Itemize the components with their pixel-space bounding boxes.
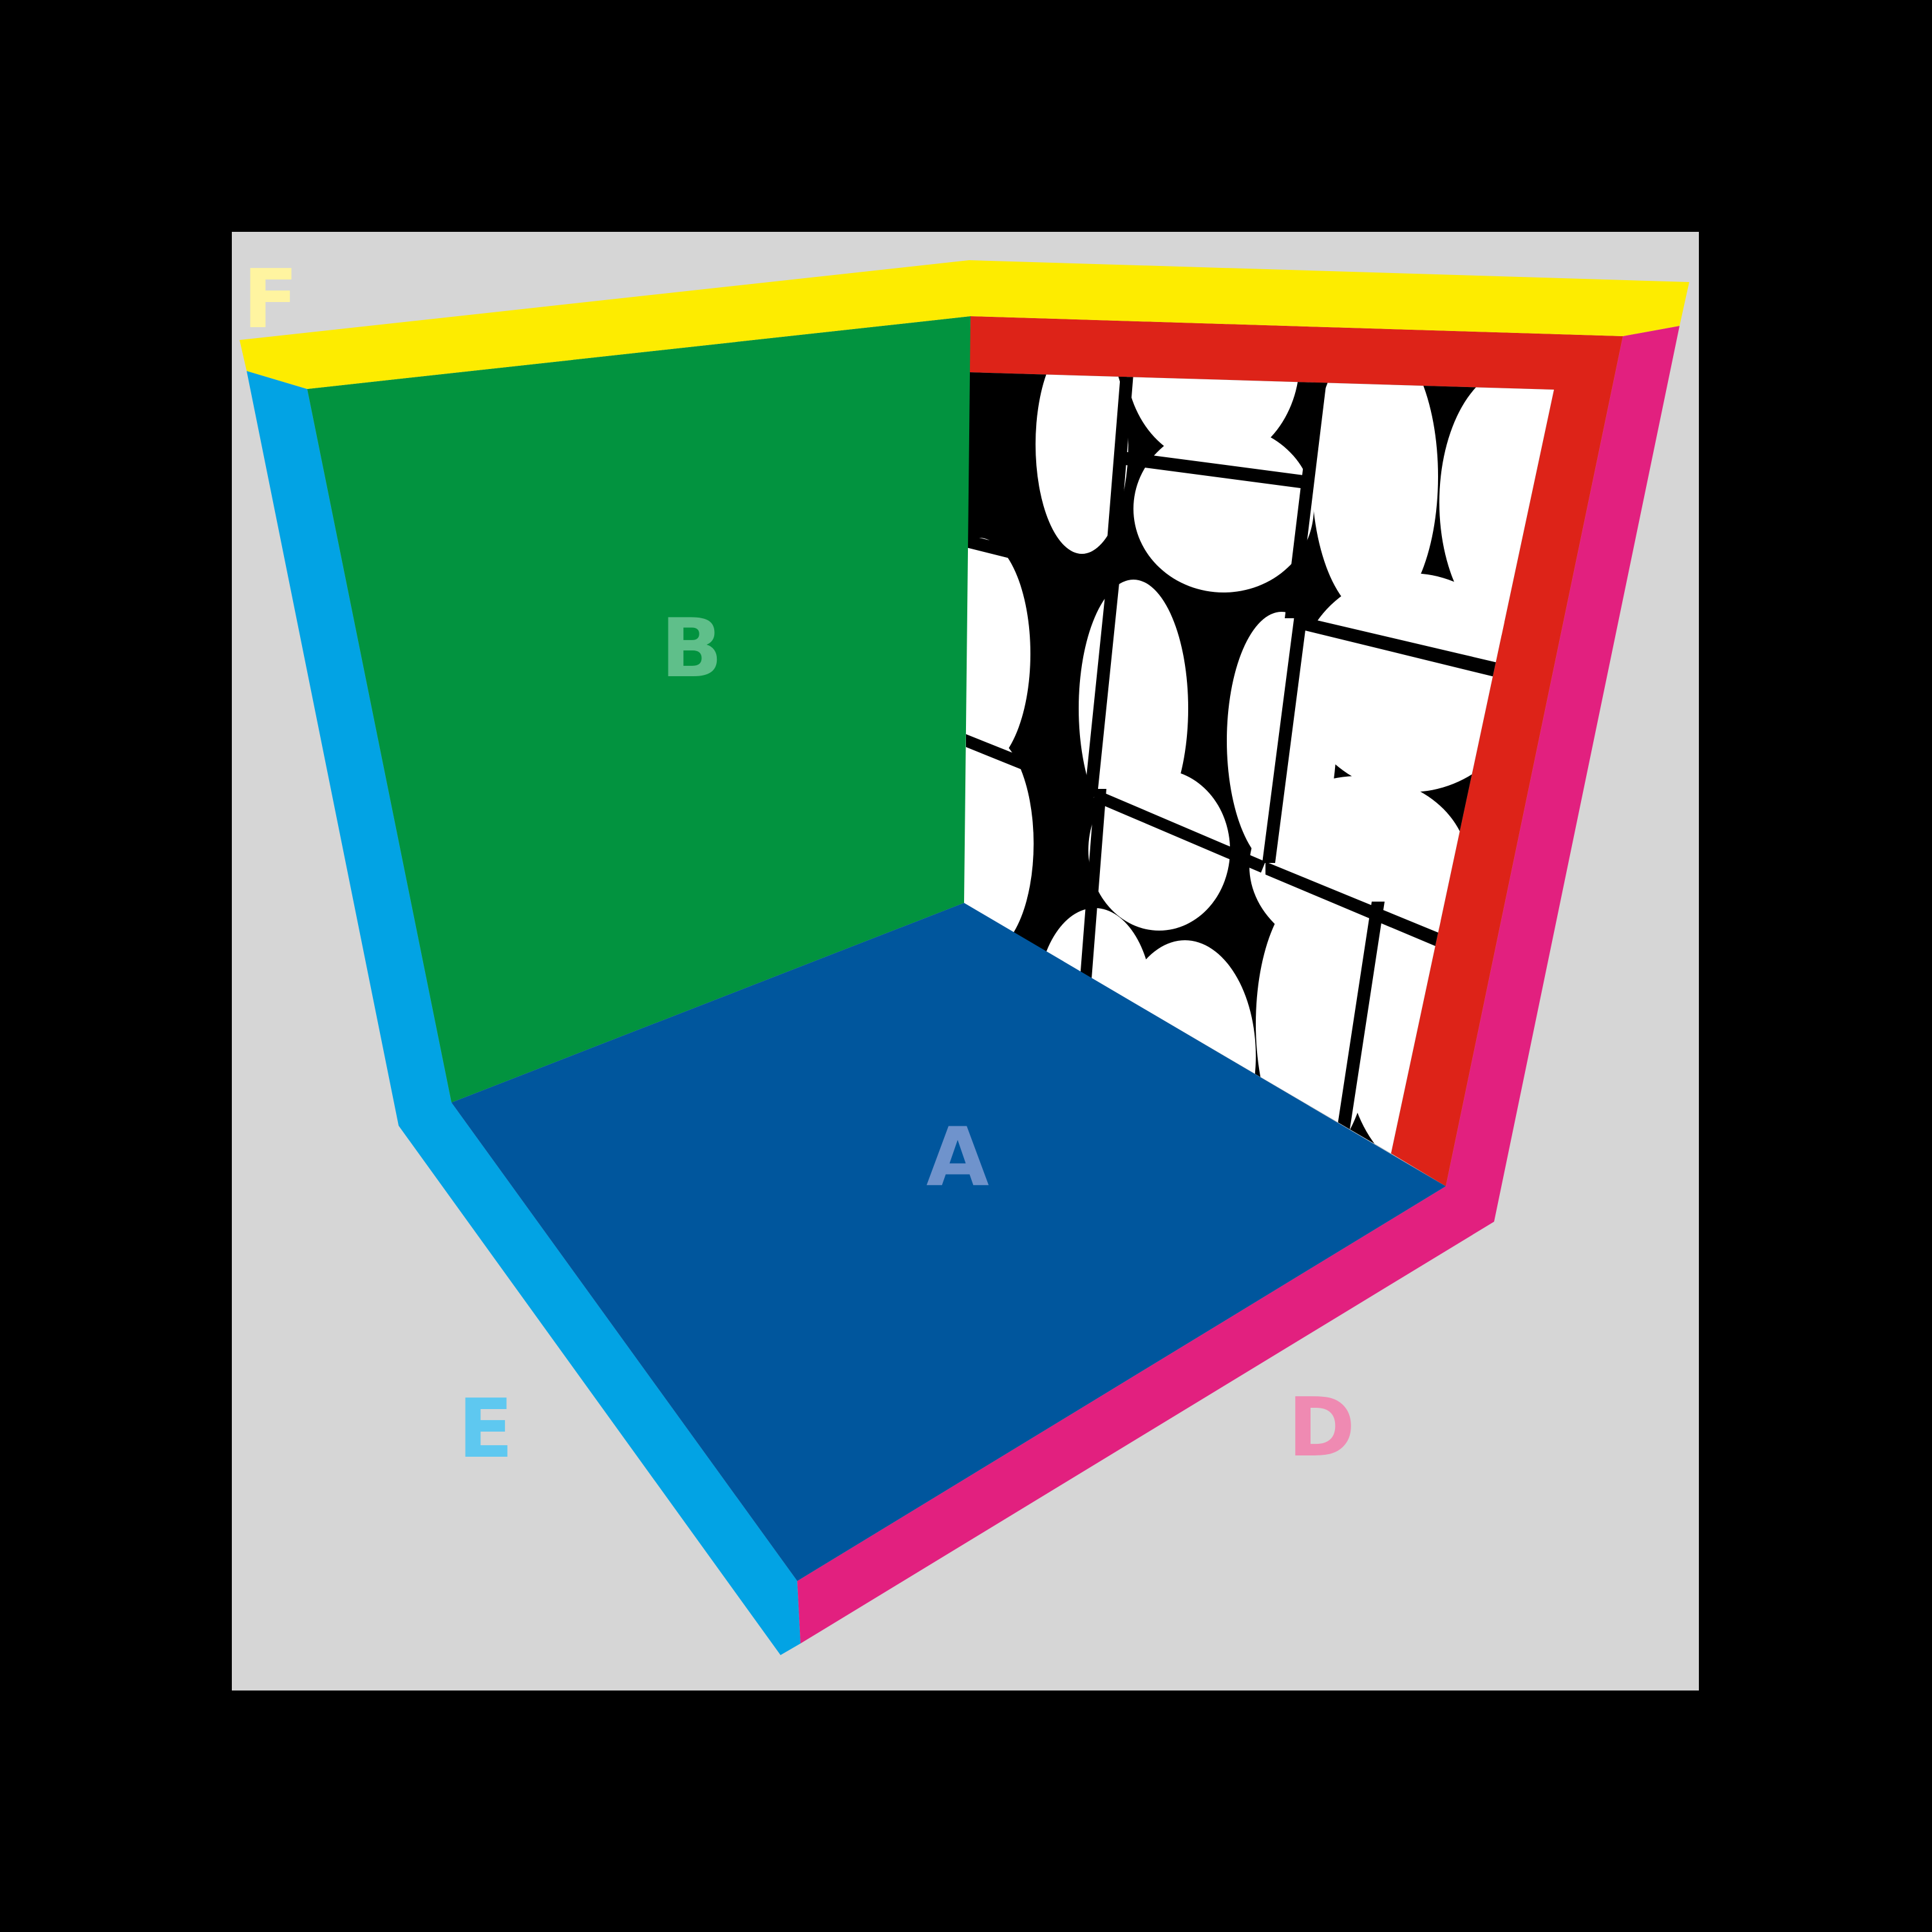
label-d: D <box>1288 1380 1356 1475</box>
label-e: E <box>458 1381 513 1476</box>
label-f: F <box>243 252 298 346</box>
edge-e-strip <box>247 371 800 1655</box>
edge-d-strip <box>797 326 1680 1643</box>
label-a: A <box>926 1110 989 1204</box>
floor-a <box>451 903 1446 1581</box>
label-b: B <box>661 601 723 696</box>
wall-b <box>307 316 971 1103</box>
rim-f <box>240 260 1689 389</box>
wall-c-band <box>969 316 1623 1186</box>
